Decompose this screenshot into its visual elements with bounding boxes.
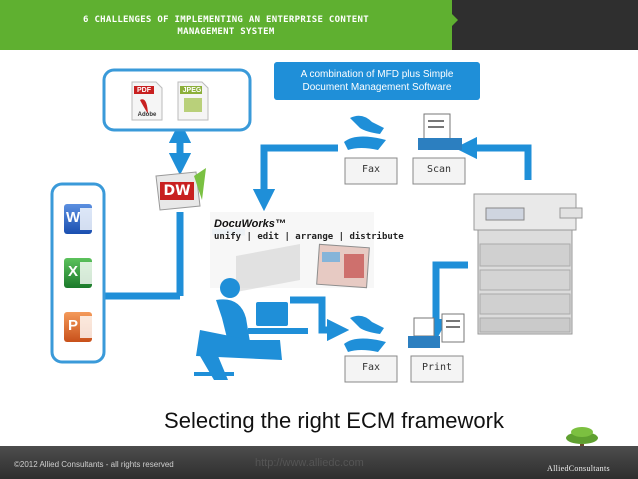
slide-title-line-2: MANAGEMENT SYSTEM (177, 27, 275, 37)
docuworks-desk-icon (155, 168, 206, 211)
excel-icon (64, 258, 94, 288)
mfd-label-line-1: A combination of MFD plus Simple (300, 69, 454, 80)
bottom-fax-icon (344, 315, 386, 352)
docuworks-collage (210, 212, 374, 292)
jpeg-file-icon (177, 81, 209, 121)
pdf-file-icon (131, 81, 163, 121)
mfd-label-line-2: Document Management Software (302, 82, 452, 93)
pdf-label: PDF (137, 87, 151, 94)
banner-arrow-tip (452, 14, 458, 26)
office-worker-silhouette (194, 278, 308, 380)
mfd-label: A combination of MFD plus Simple Documen… (274, 62, 480, 100)
bottom-print-panel (410, 355, 464, 383)
word-letter: W (66, 209, 81, 226)
top-fax-label: Fax (361, 164, 381, 175)
arrow-printer-to-top-devices (454, 136, 532, 180)
computer-printer-icon (408, 313, 465, 348)
top-scan-panel (412, 157, 466, 185)
multifunction-printer-icon (473, 193, 583, 335)
footer-brand: AlliedConsultants (547, 464, 610, 473)
footer-bar (0, 446, 638, 479)
bottom-print-label: Print (421, 362, 453, 373)
dw-badge-label: DW (163, 183, 191, 199)
arrow-top-devices-to-docuworks (252, 144, 338, 212)
top-fax-icon (344, 115, 386, 150)
docuworks-title: DocuWorks™ (214, 218, 286, 230)
bottom-fax-panel (344, 355, 398, 383)
word-icon (64, 204, 94, 234)
scanner-icon (418, 113, 462, 150)
footer-copyright: ©2012 Allied Consultants - all rights re… (14, 460, 174, 469)
arrow-person-to-bottom-devices (290, 296, 350, 342)
docuworks-subtitle: unify | edit | arrange | distribute (214, 232, 404, 242)
powerpoint-letter: P (67, 317, 78, 334)
bottom-fax-label: Fax (361, 362, 381, 373)
top-fax-panel (344, 157, 398, 185)
powerpoint-icon (64, 312, 94, 342)
jpeg-label: JPEG (182, 87, 202, 94)
slide-title: 6 CHALLENGES OF IMPLEMENTING AN ENTERPRI… (0, 0, 452, 50)
arrow-printer-to-bottom-devices (424, 261, 468, 342)
top-scan-label: Scan (426, 164, 452, 175)
slide-title-line-1: 6 CHALLENGES OF IMPLEMENTING AN ENTERPRI… (83, 15, 369, 25)
footer-url[interactable]: http://www.alliedc.com (255, 457, 364, 469)
excel-letter: X (67, 263, 78, 280)
file-types-box (102, 68, 252, 132)
slide-caption: Selecting the right ECM framework (164, 408, 504, 433)
adobe-label: Adobe (137, 112, 157, 118)
